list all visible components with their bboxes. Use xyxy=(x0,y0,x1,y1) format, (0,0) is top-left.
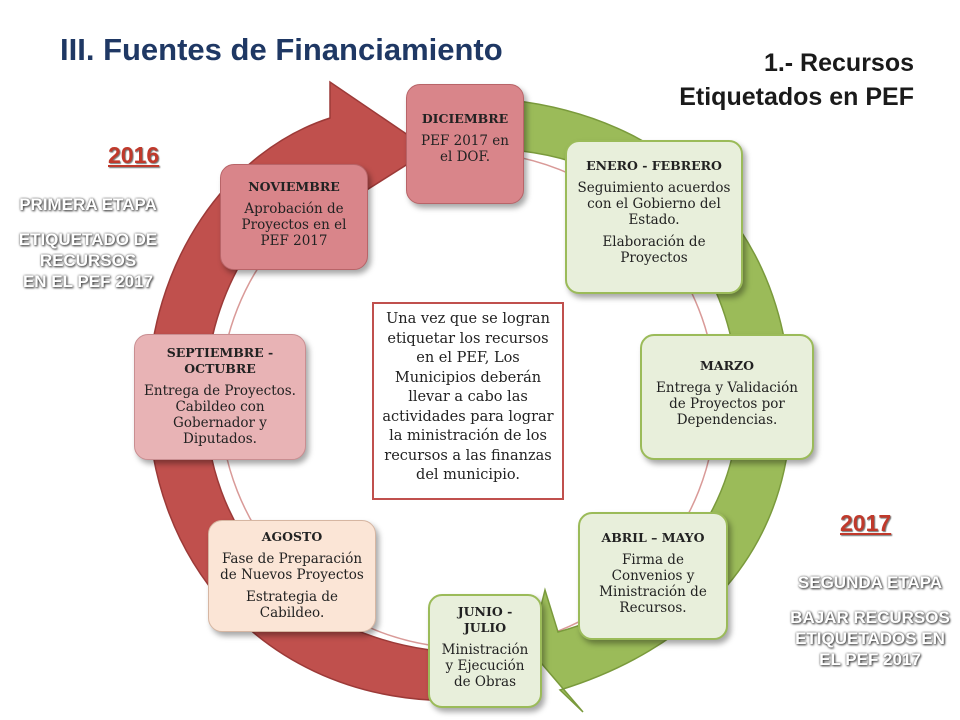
stage-first-desc-2: RECURSOS xyxy=(39,251,137,270)
stage-first: PRIMERA ETAPA ETIQUETADO DE RECURSOS EN … xyxy=(8,194,168,292)
step-title: JUNIO - JULIO xyxy=(457,604,513,635)
step-title: AGOSTO xyxy=(261,529,323,544)
step-abril-mayo: ABRIL – MAYO Firma de Convenios y Minist… xyxy=(578,512,728,640)
stage-second-desc-1: BAJAR RECURSOS xyxy=(790,608,950,627)
step-text: PEF 2017 en el DOF. xyxy=(421,133,509,165)
step-marzo: MARZO Entrega y Validación de Proyectos … xyxy=(640,334,814,460)
step-junio-julio: JUNIO - JULIO Ministración y Ejecución d… xyxy=(428,594,542,708)
year-2016-label: 2016 xyxy=(108,142,160,168)
stage-first-desc-1: ETIQUETADO DE xyxy=(18,230,158,249)
step-title: ENERO - FEBRERO xyxy=(586,158,722,173)
page-subtitle: 1.- Recursos Etiquetados en PEF xyxy=(679,46,914,114)
subtitle-line-2: Etiquetados en PEF xyxy=(679,83,914,111)
step-enero-febrero: ENERO - FEBRERO Seguimiento acuerdos con… xyxy=(565,140,743,294)
step-text: Estrategia de Cabildeo. xyxy=(245,589,339,621)
step-agosto: AGOSTO Fase de Preparación de Nuevos Pro… xyxy=(208,520,376,632)
step-text: Firma de Convenios y Ministración de Rec… xyxy=(599,552,707,616)
step-title: ABRIL – MAYO xyxy=(601,530,705,545)
step-title: MARZO xyxy=(700,358,754,373)
stage-second-desc-3: EL PEF 2017 xyxy=(819,650,921,669)
stage-second-desc-2: ETIQUETADOS EN xyxy=(795,629,945,648)
page-title: III. Fuentes de Financiamiento xyxy=(60,32,503,67)
stage-second-name: SEGUNDA ETAPA xyxy=(797,573,943,592)
step-text: Fase de Preparación de Nuevos Proyectos xyxy=(220,551,364,583)
stage-first-desc-3: EN EL PEF 2017 xyxy=(22,272,154,291)
center-note: Una vez que se logran etiquetar los recu… xyxy=(372,302,564,500)
step-diciembre: DICIEMBRE PEF 2017 en el DOF. xyxy=(406,84,524,204)
step-septiembre-octubre: SEPTIEMBRE - OCTUBRE Entrega de Proyecto… xyxy=(134,334,306,460)
step-text: Ministración y Ejecución de Obras xyxy=(441,642,529,690)
step-text: Entrega de Proyectos. Cabildeo con Gober… xyxy=(144,383,296,447)
stage-first-name: PRIMERA ETAPA xyxy=(19,195,157,214)
step-title: SEPTIEMBRE - OCTUBRE xyxy=(166,345,274,376)
step-text: Entrega y Validación de Proyectos por De… xyxy=(656,380,798,428)
year-2017-label: 2017 xyxy=(840,510,892,536)
step-title: NOVIEMBRE xyxy=(248,179,340,194)
step-noviembre: NOVIEMBRE Aprobación de Proyectos en el … xyxy=(220,164,368,270)
subtitle-line-1: 1.- Recursos xyxy=(763,49,914,77)
step-text: Seguimiento acuerdos con el Gobierno del… xyxy=(577,180,731,228)
step-title: DICIEMBRE xyxy=(421,111,509,126)
step-text: Elaboración de Proyectos xyxy=(602,234,706,266)
stage-second: SEGUNDA ETAPA BAJAR RECURSOS ETIQUETADOS… xyxy=(790,572,950,670)
step-text: Aprobación de Proyectos en el PEF 2017 xyxy=(241,201,347,249)
